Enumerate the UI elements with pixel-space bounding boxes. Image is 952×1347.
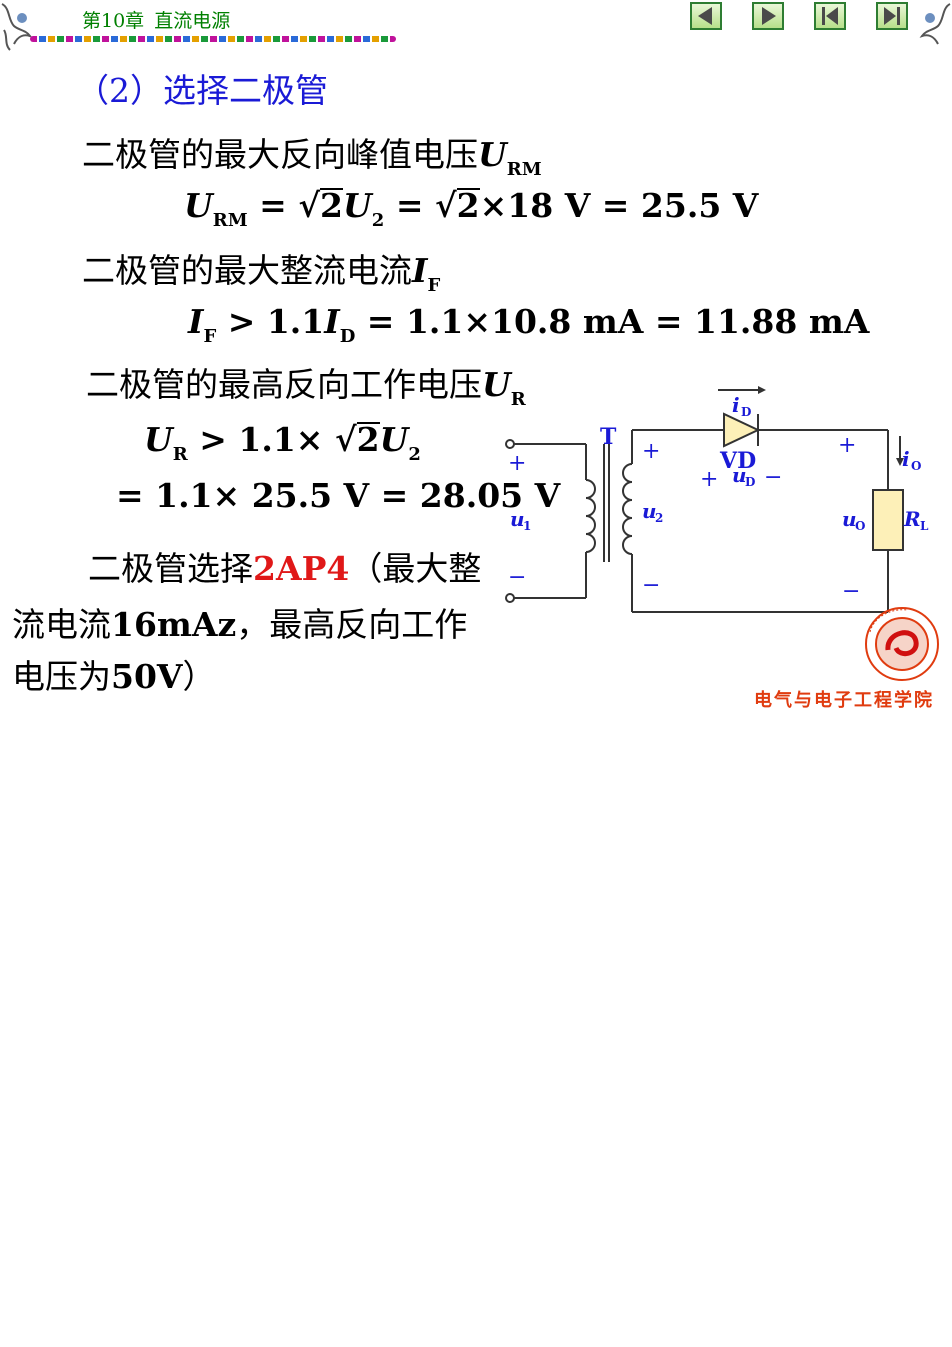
load-resistor bbox=[872, 489, 904, 551]
svg-text:+: + bbox=[838, 433, 856, 458]
last-icon bbox=[884, 7, 900, 25]
corner-ornament-left bbox=[0, 0, 40, 52]
label-transformer: T bbox=[600, 424, 617, 450]
svg-text:−: − bbox=[508, 565, 526, 590]
svg-text:−: − bbox=[764, 465, 782, 490]
input-terminal-top bbox=[505, 439, 515, 449]
svg-text:O: O bbox=[855, 519, 865, 533]
school-logo-emblem bbox=[865, 607, 939, 681]
svg-text:i: i bbox=[732, 393, 740, 417]
formula-ur: UR > 1.1× √2U2 bbox=[144, 420, 421, 465]
sqrt-symbol: √ bbox=[434, 186, 457, 225]
svg-text:u: u bbox=[842, 507, 857, 531]
next-icon bbox=[762, 7, 776, 25]
svg-text:+: + bbox=[508, 451, 526, 476]
header-divider bbox=[30, 36, 396, 42]
formula-if: IF > 1.1ID = 1.1×10.8 mA = 11.88 mA bbox=[188, 302, 870, 347]
conclusion-line3: 电压为50V） bbox=[12, 657, 216, 696]
primary-coil bbox=[585, 479, 596, 553]
svg-text:1: 1 bbox=[523, 519, 531, 533]
chapter-title: 直流电源 bbox=[154, 10, 231, 32]
sqrt-symbol: √ bbox=[334, 420, 357, 459]
chapter-label: 第10章 bbox=[82, 10, 145, 32]
svg-text:−: − bbox=[842, 579, 860, 604]
svg-text:O: O bbox=[911, 459, 921, 473]
first-icon bbox=[822, 7, 838, 25]
formula-urm: URM = √2U2 = √2×18 V = 25.5 V bbox=[184, 186, 759, 231]
svg-text:+: + bbox=[642, 439, 660, 464]
text-max-reverse-voltage: 二极管的最大反向峰值电压URM bbox=[82, 135, 542, 180]
school-name: 电气与电子工程学院 bbox=[754, 690, 934, 711]
label-diode: VD bbox=[719, 448, 756, 474]
header-title: 第10章直流电源 bbox=[82, 6, 230, 33]
conclusion-line1: 二极管选择2AP4（最大整 bbox=[88, 549, 482, 588]
corner-ornament-right bbox=[912, 0, 952, 52]
rectifier-circuit-diagram: T VD i u i u u u R D D O 1 2 O L + − + −… bbox=[505, 386, 929, 613]
text-max-reverse-working-voltage: 二极管的最高反向工作电压UR bbox=[86, 365, 526, 410]
input-terminal-bottom bbox=[505, 593, 515, 603]
next-button[interactable] bbox=[752, 2, 784, 30]
svg-text:+: + bbox=[700, 467, 718, 492]
svg-text:2: 2 bbox=[655, 511, 663, 525]
diode-symbol bbox=[723, 412, 761, 448]
last-button[interactable] bbox=[876, 2, 908, 30]
conclusion-line2: 流电流16mAz，最高反向工作 bbox=[12, 605, 468, 644]
svg-text:D: D bbox=[741, 405, 751, 419]
prev-button[interactable] bbox=[690, 2, 722, 30]
svg-text:R: R bbox=[903, 507, 921, 531]
sqrt-symbol: √ bbox=[298, 186, 321, 225]
svg-text:i: i bbox=[902, 447, 910, 471]
svg-text:−: − bbox=[642, 573, 660, 598]
diode-model: 2AP4 bbox=[253, 549, 350, 588]
svg-text:D: D bbox=[745, 475, 755, 489]
prev-icon bbox=[698, 7, 712, 25]
svg-text:L: L bbox=[920, 519, 929, 533]
formula-ur-result: = 1.1× 25.5 V = 28.05 V bbox=[116, 476, 561, 515]
svg-text:u: u bbox=[510, 507, 525, 531]
svg-text:u: u bbox=[732, 463, 747, 487]
text-max-rectified-current: 二极管的最大整流电流IF bbox=[82, 251, 441, 296]
section-title: （2）选择二极管 bbox=[76, 71, 328, 110]
secondary-coil bbox=[622, 463, 633, 555]
first-button[interactable] bbox=[814, 2, 846, 30]
svg-text:u: u bbox=[642, 499, 657, 523]
